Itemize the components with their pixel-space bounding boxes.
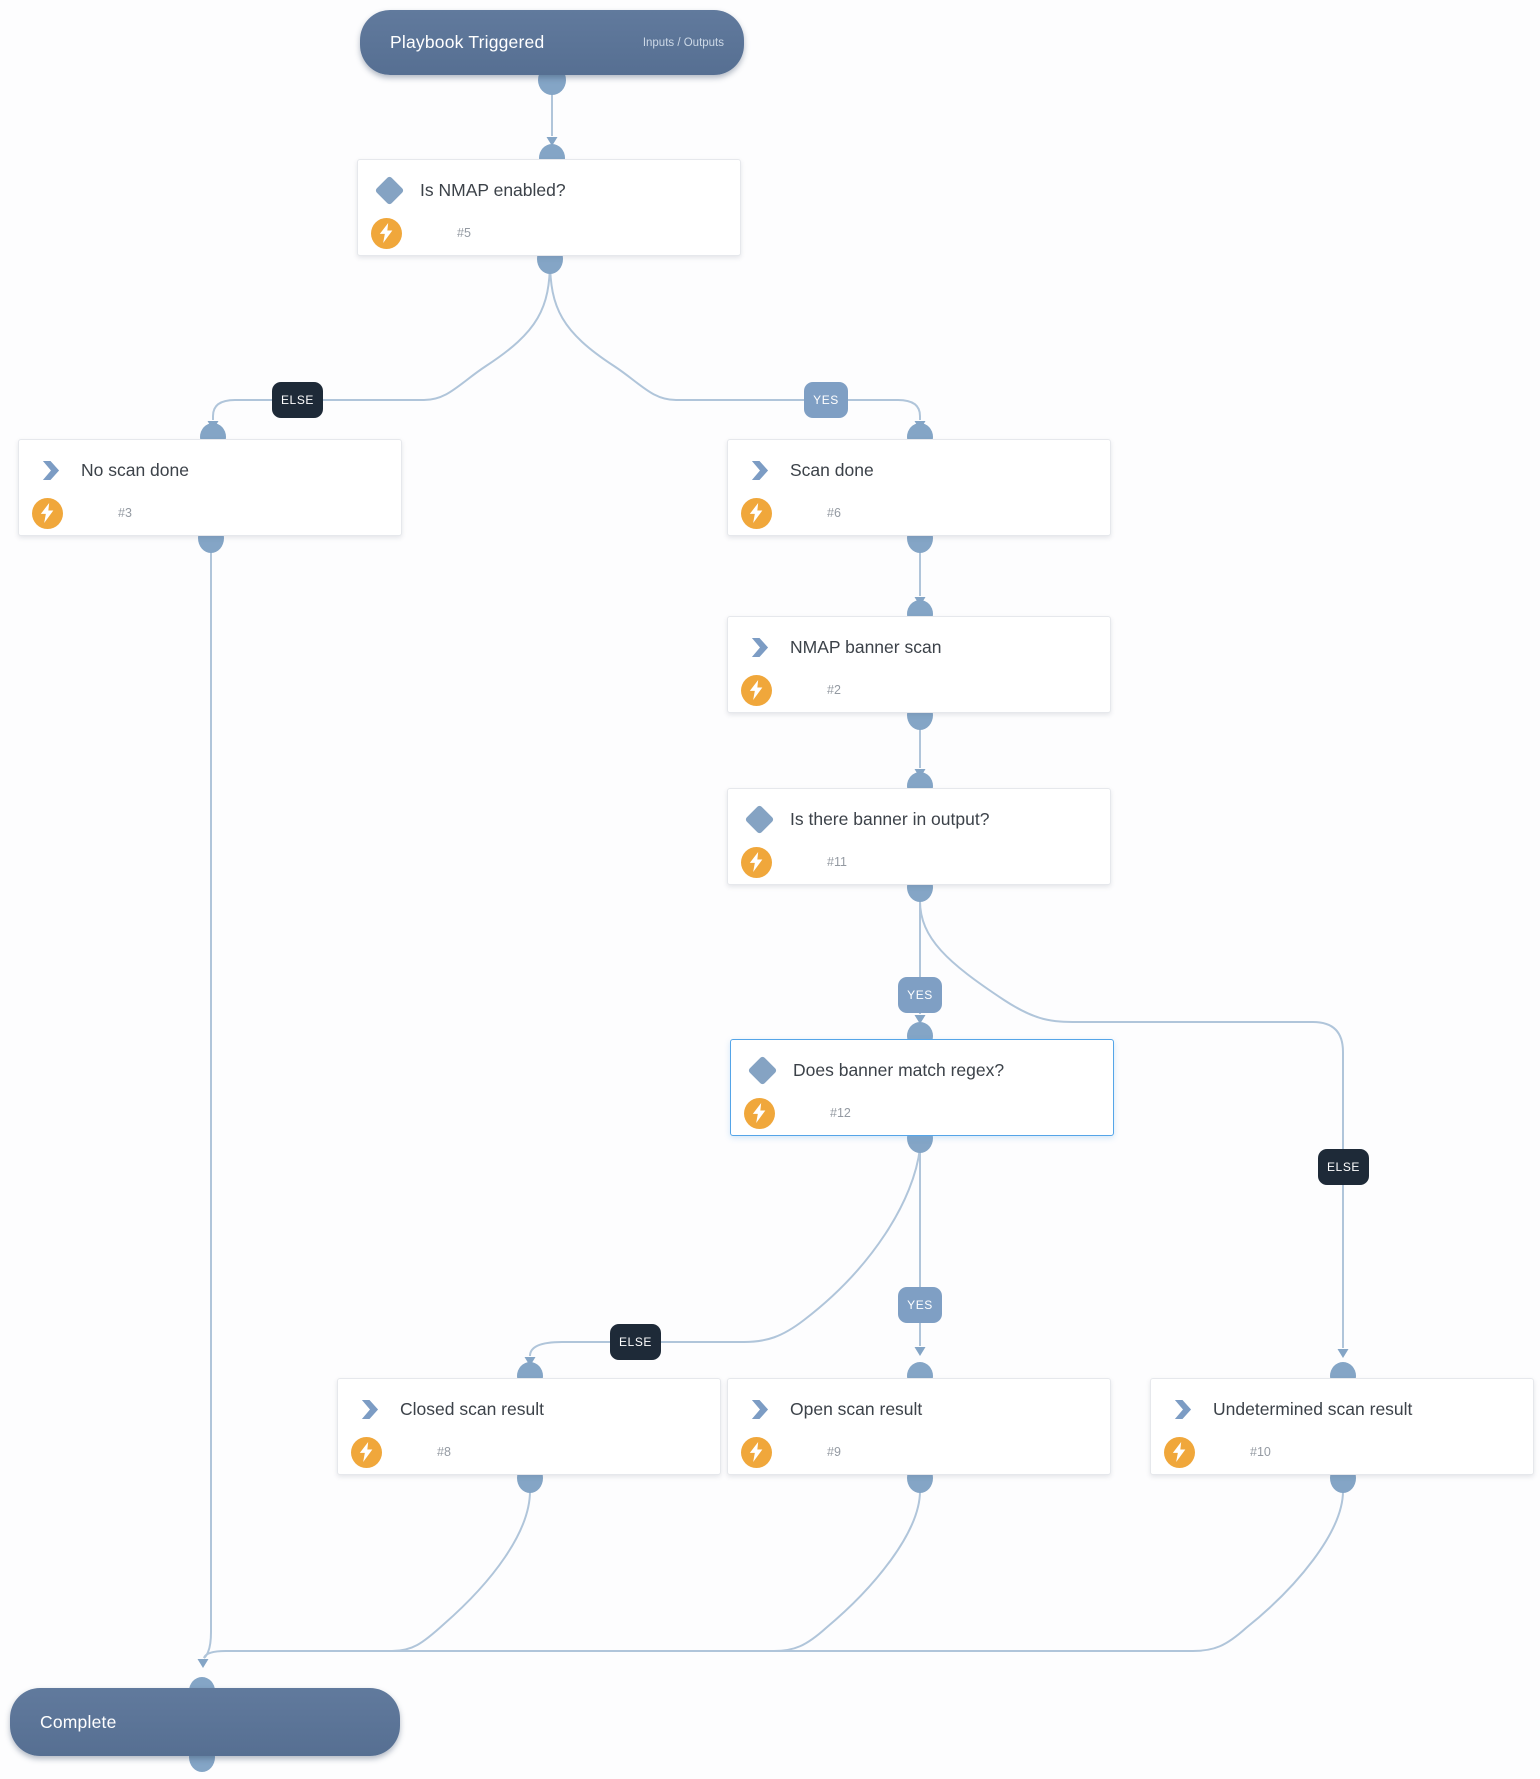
task-title: NMAP banner scan	[790, 636, 942, 657]
arrowhead	[1337, 1349, 1349, 1358]
task-id-row: #8	[338, 1435, 720, 1469]
task-id-row: #6	[728, 496, 1110, 530]
task-title: Closed scan result	[400, 1398, 544, 1419]
edge-open-to-merge	[773, 1490, 921, 1652]
complete-terminal[interactable]: Complete	[10, 1688, 400, 1756]
lightning-icon	[728, 497, 790, 529]
task-id: #2	[827, 683, 841, 697]
edge-cond12-else	[529, 1147, 921, 1357]
task-title-row: Closed scan result	[338, 1394, 720, 1424]
task-id: #9	[827, 1445, 841, 1459]
else-label-cond5: ELSE	[272, 382, 323, 418]
task-title: Is NMAP enabled?	[420, 179, 566, 200]
lightning-icon	[728, 674, 790, 706]
playbook-triggered-terminal[interactable]: Playbook Triggered Inputs / Outputs	[360, 10, 744, 75]
arrowhead	[524, 1357, 536, 1366]
lightning-icon	[728, 846, 790, 878]
else-label-cond11: ELSE	[1318, 1149, 1369, 1185]
edge-undetermined-to-merge	[1192, 1490, 1344, 1652]
task-title: Scan done	[790, 459, 874, 480]
task-node-nmap-banner-scan[interactable]: NMAP banner scan #2	[727, 616, 1111, 713]
task-id-row: #11	[728, 845, 1110, 879]
task-id-row: #12	[731, 1096, 1113, 1130]
terminal-title: Playbook Triggered	[390, 32, 545, 52]
task-title-row: Scan done	[728, 455, 1110, 485]
arrowhead	[197, 1659, 209, 1668]
lightning-icon	[19, 497, 81, 529]
arrowhead	[914, 1015, 926, 1024]
task-node-no-scan-done[interactable]: No scan done #3	[18, 439, 402, 536]
task-title-row: NMAP banner scan	[728, 632, 1110, 662]
task-title: Undetermined scan result	[1213, 1398, 1413, 1419]
chevron-icon	[19, 460, 81, 481]
task-id: #10	[1250, 1445, 1271, 1459]
task-id-row: #9	[728, 1435, 1110, 1469]
lightning-icon	[358, 217, 420, 249]
task-node-is-there-banner-in-output[interactable]: Is there banner in output? #11	[727, 788, 1111, 885]
task-title: Open scan result	[790, 1398, 923, 1419]
lightning-icon	[1151, 1436, 1213, 1468]
task-title-row: Open scan result	[728, 1394, 1110, 1424]
yes-label-cond11: YES	[898, 977, 942, 1013]
yes-label-cond5: YES	[804, 382, 848, 418]
edge-noscan-to-complete	[203, 551, 212, 1659]
task-title-row: No scan done	[19, 455, 401, 485]
task-id: #11	[827, 855, 847, 869]
lightning-icon	[728, 1436, 790, 1468]
arrowhead	[914, 1347, 926, 1356]
task-id-row: #5	[358, 216, 740, 250]
yes-label-cond12: YES	[898, 1287, 942, 1323]
edge-merge-to-complete	[203, 1650, 1193, 1659]
chevron-icon	[338, 1399, 400, 1420]
lightning-icon	[338, 1436, 400, 1468]
task-id: #3	[118, 506, 132, 520]
chevron-icon	[728, 637, 790, 658]
task-id: #8	[437, 1445, 451, 1459]
task-title: Does banner match regex?	[793, 1059, 1005, 1080]
task-id-row: #3	[19, 496, 401, 530]
edge-cond5-else	[212, 259, 551, 420]
task-title-row: Does banner match regex?	[731, 1055, 1113, 1085]
task-title-row: Is there banner in output?	[728, 804, 1110, 834]
task-node-scan-done[interactable]: Scan done #6	[727, 439, 1111, 536]
task-title: Is there banner in output?	[790, 808, 990, 829]
task-node-undetermined-scan-result[interactable]: Undetermined scan result #10	[1150, 1378, 1534, 1475]
lightning-icon	[731, 1097, 793, 1129]
task-id-row: #10	[1151, 1435, 1533, 1469]
task-title: No scan done	[81, 459, 189, 480]
edge-closed-to-merge	[391, 1490, 531, 1652]
edge-cond11-else	[919, 900, 1344, 1348]
inputs-outputs-link[interactable]: Inputs / Outputs	[642, 36, 724, 49]
arrowhead	[546, 137, 558, 146]
task-node-open-scan-result[interactable]: Open scan result #9	[727, 1378, 1111, 1475]
task-node-closed-scan-result[interactable]: Closed scan result #8	[337, 1378, 721, 1475]
task-title-row: Undetermined scan result	[1151, 1394, 1533, 1424]
diamond-icon	[731, 1055, 793, 1085]
chevron-icon	[1151, 1399, 1213, 1420]
chevron-icon	[728, 460, 790, 481]
terminal-title: Complete	[40, 1711, 117, 1732]
task-node-is-nmap-enabled[interactable]: Is NMAP enabled? #5	[357, 159, 741, 256]
task-id-row: #2	[728, 673, 1110, 707]
else-label-cond12: ELSE	[610, 1324, 661, 1360]
diamond-icon	[358, 175, 420, 205]
task-id: #12	[830, 1106, 851, 1120]
task-node-does-banner-match-regex[interactable]: Does banner match regex? #12	[730, 1039, 1114, 1136]
task-id: #6	[827, 506, 841, 520]
edges	[203, 93, 1344, 1659]
chevron-icon	[728, 1399, 790, 1420]
connector-nodes	[189, 65, 1356, 1772]
diamond-icon	[728, 804, 790, 834]
edge-cond5-yes	[549, 259, 921, 420]
task-title-row: Is NMAP enabled?	[358, 175, 740, 205]
task-id: #5	[457, 226, 471, 240]
